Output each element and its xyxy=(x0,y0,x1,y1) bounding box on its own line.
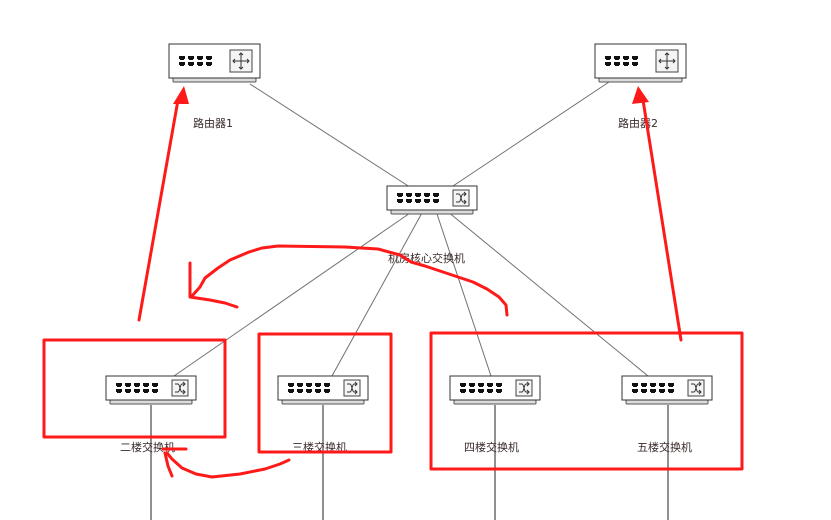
switch-crossover-icon xyxy=(687,379,705,397)
device-base xyxy=(281,399,365,405)
curve-arrow-core-to-left xyxy=(190,244,509,317)
switch-crossover-icon xyxy=(515,379,533,397)
link-core-sw5 xyxy=(435,201,649,377)
link-core-sw2 xyxy=(173,201,427,377)
link-core-sw3 xyxy=(331,201,429,377)
ethernet-ports-icon xyxy=(632,383,674,393)
link-router1-core xyxy=(249,83,431,201)
device-base xyxy=(109,399,193,405)
ethernet-ports-icon xyxy=(460,383,502,393)
devices xyxy=(105,43,713,405)
label-router2: 路由器2 xyxy=(618,116,658,130)
annotations xyxy=(42,86,744,479)
ethernet-ports-icon xyxy=(605,56,638,66)
router2-router-icon[interactable] xyxy=(594,43,687,83)
router1-router-icon[interactable] xyxy=(168,43,261,83)
highlight-box-floor3 xyxy=(257,332,393,454)
switch-crossover-icon xyxy=(171,379,189,397)
label-sw2: 二楼交换机 xyxy=(120,440,175,454)
device-base xyxy=(598,77,683,83)
label-sw5: 五楼交换机 xyxy=(637,440,692,454)
ethernet-ports-icon xyxy=(116,383,158,393)
highlight-box-floor4-5 xyxy=(429,331,744,471)
router-arrows-icon xyxy=(229,49,253,73)
highlight-box-floor2 xyxy=(42,338,227,439)
link-router2-core xyxy=(431,79,613,201)
device-base xyxy=(390,209,474,215)
curve-arrow-head-floor2 xyxy=(161,447,188,478)
sw5-switch-icon[interactable] xyxy=(621,375,713,405)
device-base xyxy=(172,77,257,83)
curve-arrow-floor3-to-floor2 xyxy=(165,451,291,479)
arrowhead-router2 xyxy=(632,86,649,104)
sw4-switch-icon[interactable] xyxy=(449,375,541,405)
switch-crossover-icon xyxy=(452,189,470,207)
arrowhead-router1 xyxy=(173,86,189,104)
device-base xyxy=(625,399,709,405)
label-core-switch: 机房核心交换机 xyxy=(388,251,465,265)
sw3-switch-icon[interactable] xyxy=(277,375,369,405)
links xyxy=(173,79,649,377)
arrow-floor4-5-to-router2 xyxy=(632,86,683,342)
link-core-sw4 xyxy=(432,201,492,377)
sw2-switch-icon[interactable] xyxy=(105,375,197,405)
label-router1: 路由器1 xyxy=(193,116,233,130)
arrow-floor2-to-router1 xyxy=(137,86,189,322)
router-arrows-icon xyxy=(655,49,679,73)
core-switch-icon[interactable] xyxy=(386,185,478,215)
curve-arrow-head-left xyxy=(188,261,239,309)
label-sw4: 四楼交换机 xyxy=(464,440,519,454)
ethernet-ports-icon xyxy=(288,383,330,393)
switch-crossover-icon xyxy=(343,379,361,397)
device-base xyxy=(453,399,537,405)
downlinks xyxy=(150,405,669,520)
labels: 路由器1 路由器2 机房核心交换机 二楼交换机 三楼交换机 四楼交换机 五楼交换… xyxy=(120,116,692,454)
ethernet-ports-icon xyxy=(179,56,212,66)
ethernet-ports-icon xyxy=(397,193,439,203)
